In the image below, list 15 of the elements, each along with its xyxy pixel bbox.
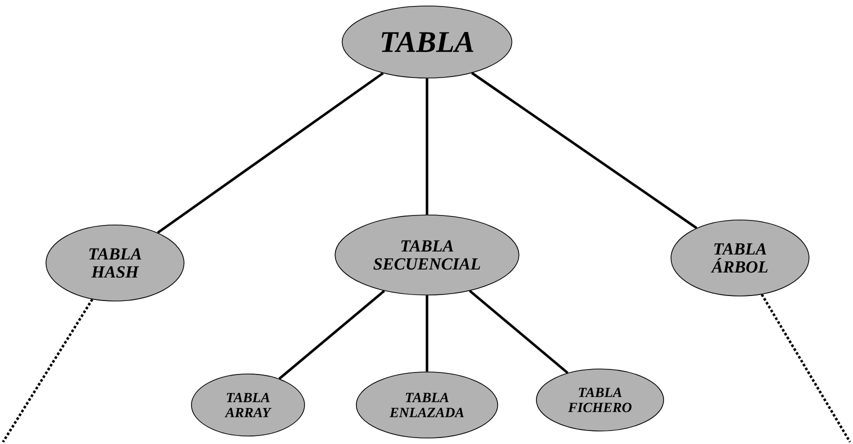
ellipse-node: TABLA ENLAZADA: [356, 372, 498, 438]
ellipse-node: TABLA HASH: [46, 224, 184, 302]
ellipse-node: TABLA FICHERO: [536, 368, 664, 432]
ellipse-node: TABLA ÁRBOL: [670, 220, 810, 296]
connector-line: [471, 72, 698, 230]
connector-line: [426, 78, 428, 215]
connector-line: [468, 290, 568, 374]
connector-line: [426, 295, 428, 372]
connector-line: [157, 72, 384, 234]
ellipse-node: TABLA SECUENCIAL: [334, 214, 520, 296]
ellipse-node: TABLA ARRAY: [191, 374, 305, 436]
dotted-line: [760, 294, 852, 443]
connector-line: [278, 290, 386, 380]
ellipse-node: TABLA: [342, 6, 512, 78]
dotted-line: [2, 298, 94, 443]
